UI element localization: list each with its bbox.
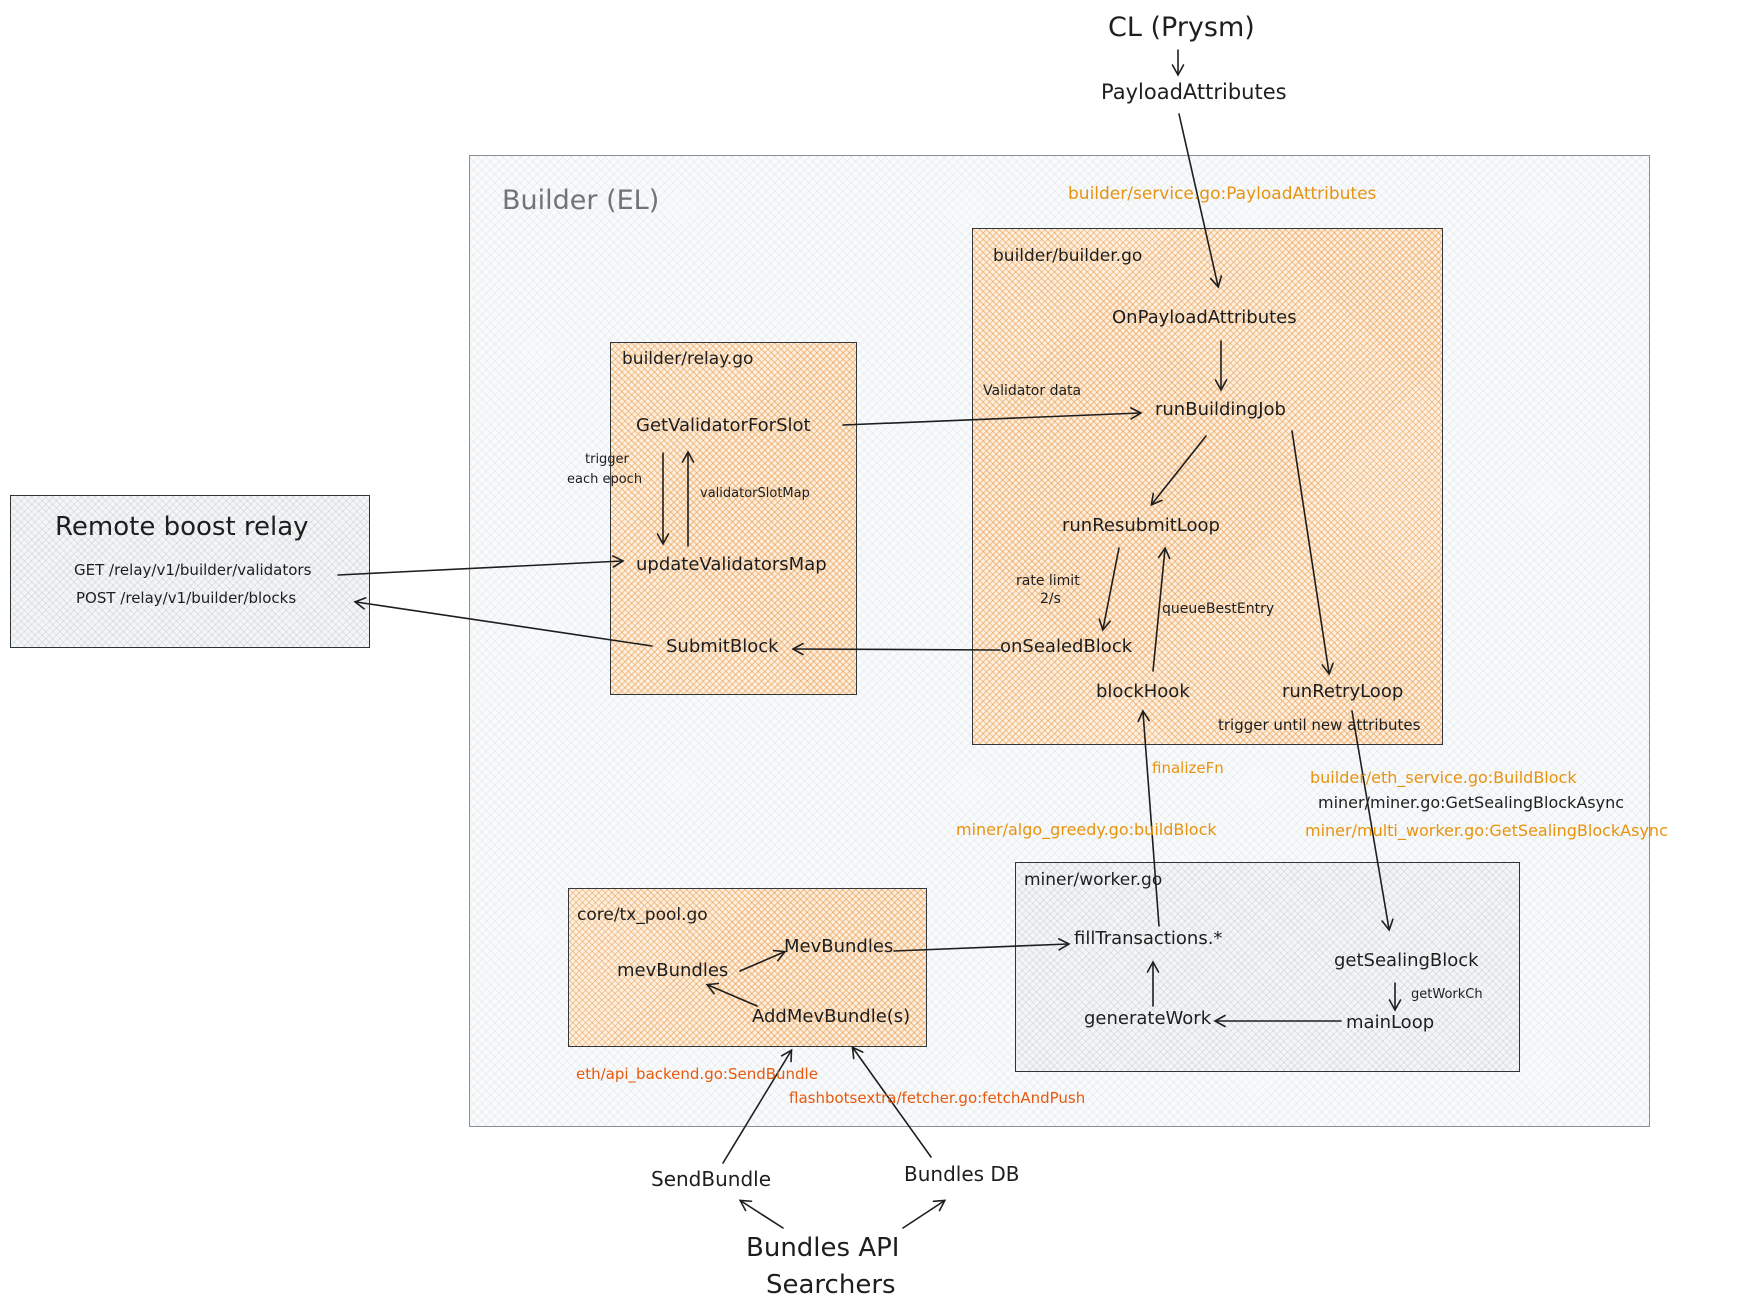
label-rate-limit-line2: 2/s <box>1040 591 1061 607</box>
remote-boost-relay-box <box>10 495 370 648</box>
cl-prysm-label: CL (Prysm) <box>1108 12 1255 43</box>
bundles-api-title-line2: Searchers <box>766 1270 896 1300</box>
node-runbuildingjob: runBuildingJob <box>1155 399 1286 420</box>
node-runretryloop: runRetryLoop <box>1282 681 1404 702</box>
post-blocks-endpoint: POST /relay/v1/builder/blocks <box>76 589 297 607</box>
annotation-eth-service-buildblock: builder/eth_service.go:BuildBlock <box>1310 768 1577 787</box>
label-trigger-each-epoch-line2: each epoch <box>567 472 643 487</box>
tx-pool-title: core/tx_pool.go <box>577 905 708 925</box>
node-getsealingblock: getSealingBlock <box>1334 950 1479 971</box>
arrow-searchers-to-bundlesdb <box>902 1199 947 1229</box>
label-trigger-until-new-attributes: trigger until new attributes <box>1218 716 1421 734</box>
node-addmevbundle: AddMevBundle(s) <box>752 1006 911 1027</box>
node-mainloop: mainLoop <box>1346 1012 1435 1033</box>
annotation-finalizefn: finalizeFn <box>1152 759 1224 777</box>
node-getvalidatorforslot: GetValidatorForSlot <box>636 415 811 436</box>
node-onpayloadattributes: OnPayloadAttributes <box>1112 307 1297 328</box>
payload-attributes-label: PayloadAttributes <box>1101 80 1287 104</box>
annotation-algo-greedy-buildblock: miner/algo_greedy.go:buildBlock <box>956 820 1217 839</box>
relay-go-title: builder/relay.go <box>622 349 754 369</box>
get-validators-endpoint: GET /relay/v1/builder/validators <box>74 561 312 579</box>
annotation-service-payloadattributes: builder/service.go:PayloadAttributes <box>1068 184 1377 204</box>
worker-go-title: miner/worker.go <box>1024 870 1163 890</box>
annotation-fetcher-fetchandpush: flashbotsextra/fetcher.go:fetchAndPush <box>789 1089 1086 1107</box>
remote-boost-relay-title: Remote boost relay <box>55 512 309 542</box>
builder-builder-go-box <box>972 228 1443 745</box>
node-bundles-db: Bundles DB <box>904 1162 1020 1186</box>
annotation-api-backend-sendbundle: eth/api_backend.go:SendBundle <box>576 1065 818 1083</box>
label-validatorslotmap: validatorSlotMap <box>700 486 810 501</box>
node-generatework: generateWork <box>1084 1008 1212 1029</box>
bundles-api-title-line1: Bundles API <box>746 1233 900 1263</box>
annotation-multiworker-getsealingblockasync: miner/multi_worker.go:GetSealingBlockAsy… <box>1305 821 1668 840</box>
builder-go-title: builder/builder.go <box>993 246 1143 266</box>
miner-worker-go-box <box>1015 862 1520 1072</box>
node-sendbundle: SendBundle <box>651 1167 771 1191</box>
node-updatevalidatorsmap: updateValidatorsMap <box>636 554 827 575</box>
arrow-searchers-to-sendbundle <box>738 1199 784 1229</box>
label-queuebestentry: queueBestEntry <box>1162 601 1275 617</box>
node-mevbundles-fn: MevBundles <box>784 936 894 957</box>
node-mevbundles-field: mevBundles <box>617 960 729 981</box>
node-submitblock: SubmitBlock <box>666 636 779 657</box>
annotation-miner-getsealingblockasync: miner/miner.go:GetSealingBlockAsync <box>1318 793 1624 812</box>
label-rate-limit-line1: rate limit <box>1016 573 1080 589</box>
label-getworkch: getWorkCh <box>1411 987 1483 1002</box>
node-blockhook: blockHook <box>1096 681 1190 702</box>
node-onsealedblock: onSealedBlock <box>1000 636 1133 657</box>
node-filltransactions: fillTransactions.* <box>1074 928 1223 949</box>
builder-el-title: Builder (EL) <box>502 185 660 216</box>
node-runresubmitloop: runResubmitLoop <box>1062 515 1220 536</box>
label-trigger-each-epoch-line1: trigger <box>585 452 629 467</box>
label-validator-data: Validator data <box>983 383 1082 399</box>
